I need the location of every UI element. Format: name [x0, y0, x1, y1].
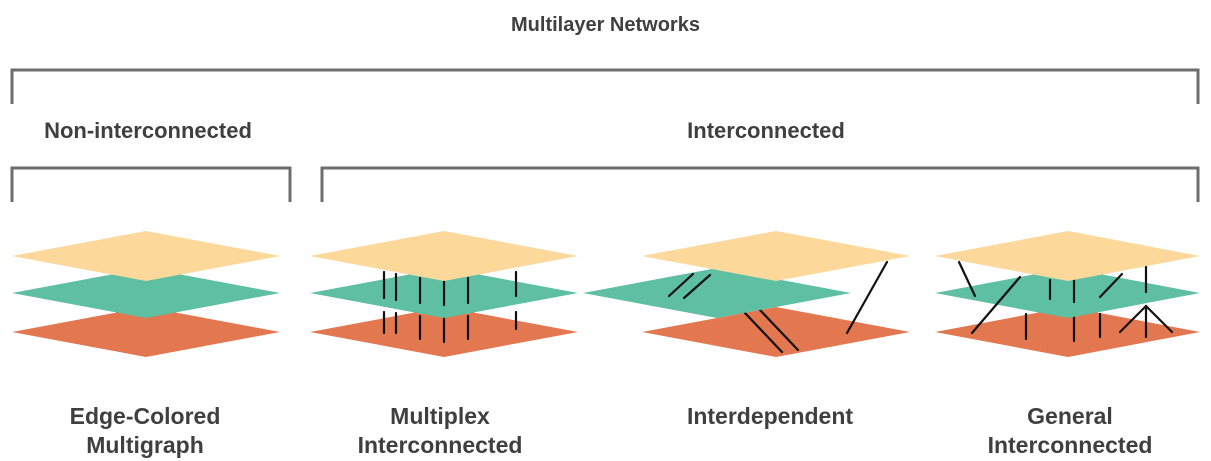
top-layer — [12, 231, 280, 281]
bottom-layer — [642, 307, 910, 357]
caption-edge-colored-multigraph: Edge-Colored Multigraph — [20, 402, 270, 460]
caption-line: Interconnected — [357, 432, 523, 458]
middle-layer — [935, 268, 1200, 318]
middle-layer — [583, 268, 851, 318]
caption-line: Edge-Colored — [69, 403, 221, 429]
caption-line: Interconnected — [987, 432, 1153, 458]
panel-interdependent — [583, 231, 910, 357]
top-layer — [935, 231, 1200, 281]
interlayer-link — [1144, 304, 1174, 334]
bracket-interconnected — [320, 166, 1200, 202]
middle-layer — [12, 268, 280, 318]
caption-multiplex-interconnected: Multiplex Interconnected — [310, 402, 570, 460]
bracket-non-interconnected — [10, 166, 292, 202]
interlayer-link — [682, 273, 712, 300]
top-layer — [310, 231, 578, 281]
group-label-non-interconnected: Non-interconnected — [44, 118, 252, 143]
caption-line: Interdependent — [686, 403, 854, 429]
interlayer-link — [743, 311, 784, 354]
caption-line: Multiplex — [390, 403, 490, 429]
caption-interdependent: Interdependent — [640, 402, 900, 431]
interlayer-link — [957, 260, 977, 298]
interlayer-link — [970, 275, 1022, 335]
interlayer-link — [758, 308, 800, 352]
panel-multiplex-interconnected — [310, 231, 578, 357]
group-label-interconnected: Interconnected — [687, 118, 845, 143]
diagram-title: Multilayer Networks — [511, 14, 700, 36]
panel-edge-colored-multigraph — [12, 231, 280, 357]
bracket-multilayer — [10, 68, 1200, 104]
interlayer-link — [667, 272, 695, 298]
bottom-layer — [12, 307, 280, 357]
caption-line: General — [1027, 403, 1113, 429]
panel-general-interconnected — [935, 231, 1200, 357]
interlayer-link — [845, 260, 889, 335]
interlayer-link — [1118, 304, 1148, 334]
caption-line: Multigraph — [86, 432, 204, 458]
interlayer-link — [1098, 272, 1124, 299]
top-layer — [642, 231, 910, 281]
caption-general-interconnected: General Interconnected — [940, 402, 1200, 460]
